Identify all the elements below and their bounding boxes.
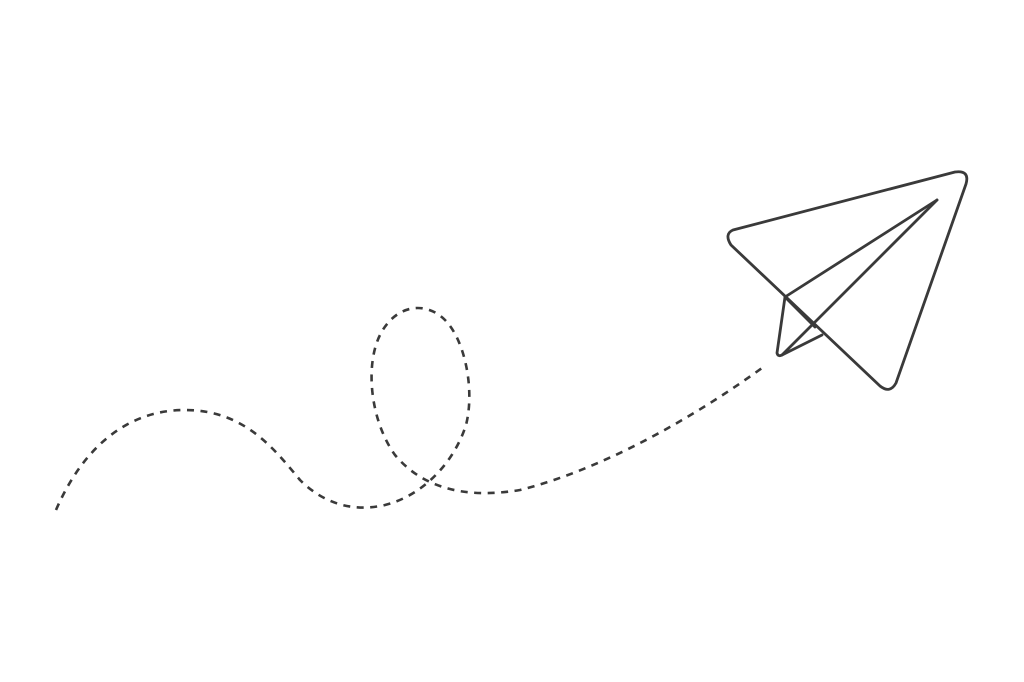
plane-outer-body: [726, 170, 969, 391]
plane-center-fold: [783, 198, 939, 329]
plane-keel-edge: [775, 295, 787, 358]
dashed-flight-trail: [54, 306, 763, 511]
paper-plane-icon: [726, 170, 969, 391]
